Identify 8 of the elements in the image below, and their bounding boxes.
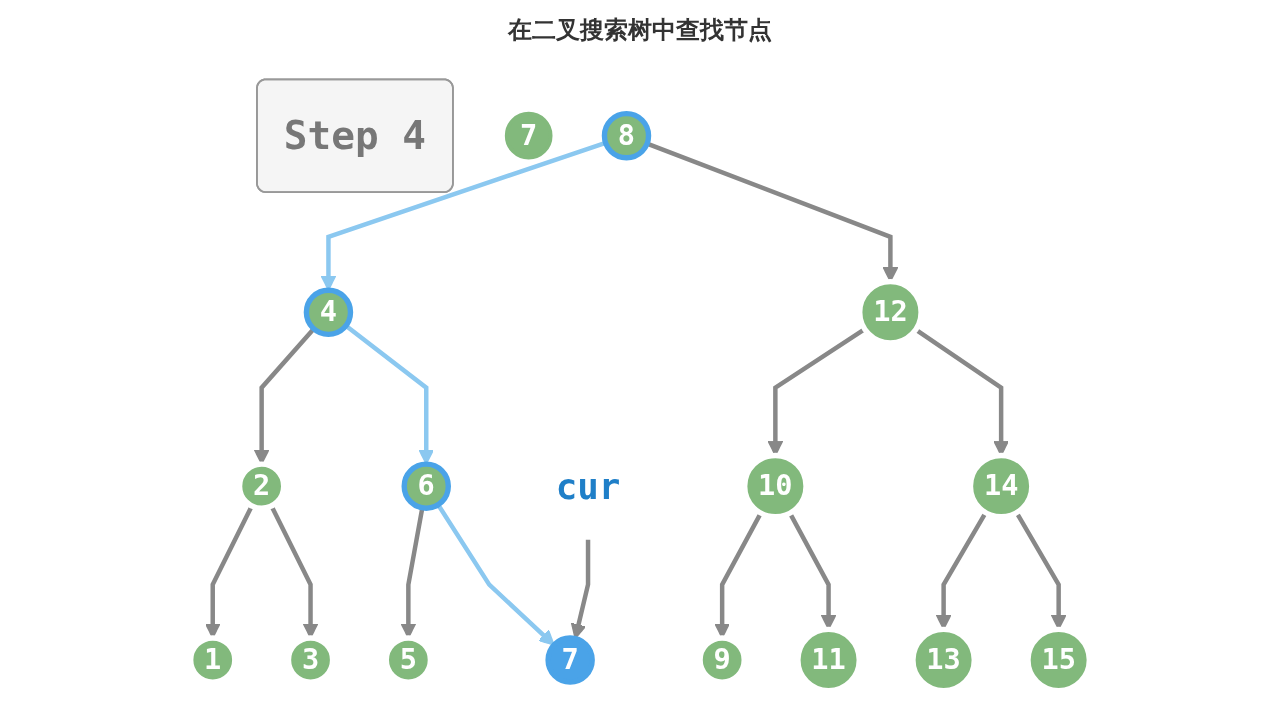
diagram-title: 在二叉搜索树中查找节点 [508,15,772,46]
node-circle: 8 [601,110,652,161]
node-circle: 6 [401,461,451,511]
node-circle: 4 [303,287,354,337]
node-circle: 7 [504,111,553,160]
node-circle: 7 [545,635,595,685]
arrow [436,503,555,646]
node-text: cur [555,464,621,508]
